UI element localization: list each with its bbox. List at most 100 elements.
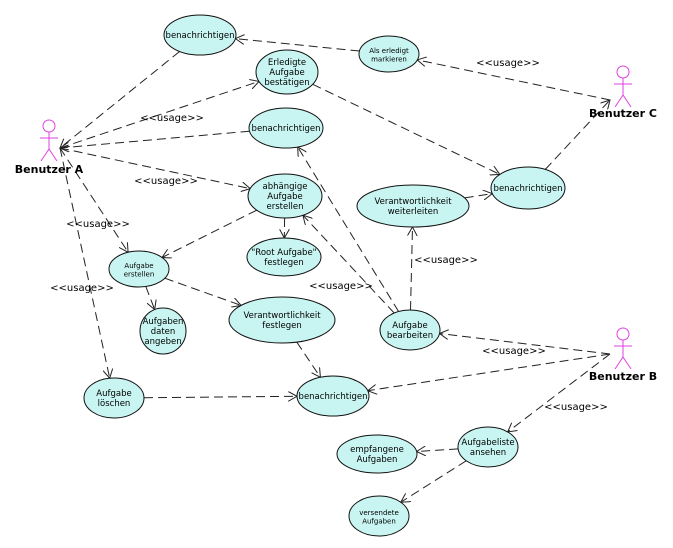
use-case-ellipse <box>255 49 319 95</box>
actor-head-icon <box>42 119 56 133</box>
edge-edit-to-notify_mid <box>298 147 400 312</box>
edge-A-to-create <box>59 147 128 252</box>
use-case-ellipse <box>348 495 410 537</box>
edge-notify_top-to-A <box>60 51 180 149</box>
edge-mark_done-to-notify_top <box>235 39 360 52</box>
actor-B[interactable]: Benutzer B <box>589 327 657 383</box>
use-case-label: abhängige <box>263 182 308 192</box>
use-case-label: Aufgabe <box>267 192 302 202</box>
actor-label: Benutzer A <box>15 163 84 176</box>
use-case-label: festlegen <box>264 258 304 268</box>
use-case-label: Aufgaben <box>362 517 396 525</box>
use-case-ellipse <box>163 14 237 56</box>
edge-B-to-edit <box>440 334 611 355</box>
use-case-label: Aufgabeliste <box>461 438 514 448</box>
use-case-label: bestätigen <box>264 78 309 88</box>
usage-label: <<usage>> <box>50 283 114 294</box>
edge-create-to-responsibility <box>164 277 241 305</box>
use-case-label: Verantwortlichkeit <box>243 311 321 321</box>
actor-head-icon <box>616 65 630 79</box>
use-case-label: "Root Aufgabe" <box>251 248 316 258</box>
edge-create-to-dates <box>145 286 155 310</box>
actor-leg-icon <box>622 94 632 108</box>
edge-forward-to-notify_c <box>464 194 493 198</box>
use-case-ellipse <box>379 309 441 351</box>
use-case-label: Aufgabe <box>124 262 153 270</box>
edge-delete-to-notify_bottom <box>143 396 297 397</box>
use-case-label: benachrichtigen <box>252 124 321 134</box>
use-case-notify_bottom[interactable]: benachrichtigen <box>296 375 370 417</box>
use-case-label: Aufgabe <box>269 68 304 78</box>
use-case-label: angeben <box>144 337 181 347</box>
use-case-label: Als erledigt <box>369 47 409 55</box>
usage-label: <<usage>> <box>544 402 608 413</box>
use-case-ellipse <box>248 107 324 149</box>
labels-layer: <<usage>> <<usage>> <<usage>> <<usage>> <<us… <box>50 58 608 413</box>
use-case-label: Verantwortlichkeit <box>374 197 452 207</box>
usage-label: <<usage>> <box>140 113 204 124</box>
use-case-label: versendete <box>359 509 399 517</box>
edge-edit-to-dependent <box>303 215 395 314</box>
use-case-ellipse <box>83 377 145 419</box>
use-case-ellipse <box>228 296 336 344</box>
use-case-notify_mid[interactable]: benachrichtigen <box>248 107 324 149</box>
use-case-ellipse <box>246 237 322 277</box>
usage-label: <<usage>> <box>309 281 373 292</box>
edge-dependent-to-create <box>162 209 257 257</box>
use-case-ellipse <box>108 250 170 288</box>
use-case-label: benachrichtigen <box>166 31 235 41</box>
use-case-label: erstellen <box>124 270 155 278</box>
actor-A[interactable]: Benutzer A <box>15 119 84 176</box>
use-case-label: Aufgaben <box>143 317 184 327</box>
use-case-label: Erledigte <box>268 58 306 68</box>
use-case-label: benachrichtigen <box>494 184 563 194</box>
use-case-label: bearbeiten <box>387 331 433 341</box>
edge-notify_c-to-C <box>544 100 610 170</box>
actor-leg-icon <box>614 94 624 108</box>
edge-notify_mid-to-A <box>60 130 250 148</box>
edge-edit-to-forward <box>411 227 413 311</box>
usage-label: <<usage>> <box>482 346 546 357</box>
use-case-label: Aufgabe <box>392 321 427 331</box>
actor-C[interactable]: Benutzer C <box>589 65 657 120</box>
actor-label: Benutzer C <box>589 107 657 120</box>
edges-layer <box>60 39 610 503</box>
edge-list-to-sent <box>401 460 467 502</box>
use-case-notify_c[interactable]: benachrichtigen <box>490 166 566 210</box>
actor-leg-icon <box>614 356 624 370</box>
edge-B-to-list <box>508 353 611 432</box>
use-case-ellipse <box>247 173 323 219</box>
use-case-label: festlegen <box>262 321 302 331</box>
use-case-label: Aufgaben <box>357 455 398 465</box>
use-case-label: benachrichtigen <box>299 392 368 402</box>
actor-leg-icon <box>48 148 58 162</box>
use-case-label: Aufgabe <box>96 389 131 399</box>
edge-B-to-notify_bottom <box>368 353 611 391</box>
use-case-label: markieren <box>371 55 407 63</box>
actor-label: Benutzer B <box>589 370 657 383</box>
use-case-label: weiterleiten <box>388 207 439 217</box>
use-case-notify_top[interactable]: benachrichtigen <box>163 14 237 56</box>
use-case-ellipse <box>296 375 370 417</box>
use-case-ellipse <box>336 434 418 474</box>
edge-list-to-received <box>417 449 459 452</box>
usage-label: <<usage>> <box>476 58 540 69</box>
usage-label: <<usage>> <box>134 176 198 187</box>
use-case-root[interactable]: "Root Aufgabe"festlegen <box>246 237 322 277</box>
actor-leg-icon <box>622 356 632 370</box>
edge-A-to-confirm <box>59 81 259 149</box>
